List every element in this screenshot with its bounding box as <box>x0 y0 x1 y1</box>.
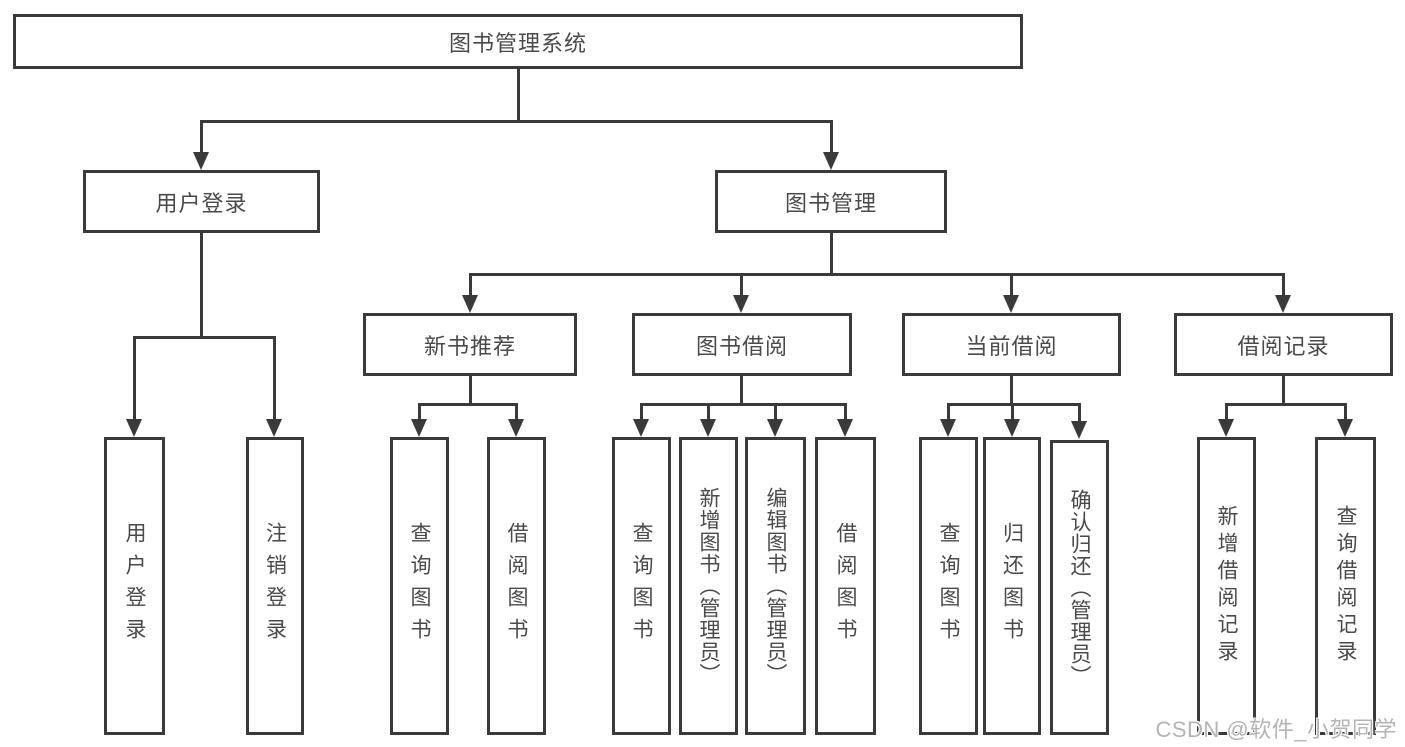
leaf-label: 查询图书 <box>937 522 960 650</box>
leaf-label: 查询图书 <box>408 522 431 650</box>
connector-vline <box>1225 403 1228 421</box>
node-label: 当前借阅 <box>965 333 1058 359</box>
leaf-label: 确认归还（管理员） <box>1068 488 1091 687</box>
node-label: 图书管理系统 <box>448 30 587 56</box>
node-label: 图书管理 <box>784 190 877 216</box>
arrowhead-down-icon <box>1071 421 1087 439</box>
connector-hline <box>640 403 847 406</box>
node-root: 图书管理系统 <box>13 14 1023 69</box>
node-label: 用户登录 <box>155 190 248 216</box>
leaf-bb-edit-books-admin: 编辑图书（管理员） <box>745 437 806 735</box>
arrowhead-down-icon <box>633 419 649 437</box>
connector-vline <box>844 403 847 421</box>
leaf-user-login: 用户登录 <box>104 437 165 735</box>
connector-hline <box>200 120 833 123</box>
arrowhead-down-icon <box>266 419 282 437</box>
connector-hline <box>947 403 1081 406</box>
arrowhead-down-icon <box>126 419 142 437</box>
connector-vline <box>1078 403 1081 423</box>
leaf-rec-query-books: 查询图书 <box>390 437 449 735</box>
connector-vline <box>469 376 472 403</box>
arrowhead-down-icon <box>193 152 209 170</box>
arrowhead-down-icon <box>508 419 524 437</box>
node-label: 借阅记录 <box>1237 333 1330 359</box>
arrowhead-down-icon <box>767 419 783 437</box>
leaf-label: 新增图书（管理员） <box>697 487 720 685</box>
node-label: 图书借阅 <box>695 333 788 359</box>
connector-vline <box>1010 376 1013 403</box>
arrowhead-down-icon <box>1337 419 1353 437</box>
connector-vline <box>1282 273 1285 297</box>
connector-hline <box>418 403 518 406</box>
leaf-br-query-record: 查询借阅记录 <box>1315 437 1376 735</box>
leaf-cb-return-books: 归还图书 <box>983 437 1041 735</box>
arrowhead-down-icon <box>1275 295 1291 313</box>
leaf-logout: 注销登录 <box>246 437 304 735</box>
connector-vline <box>1344 403 1347 421</box>
arrowhead-down-icon <box>700 419 716 437</box>
leaf-label: 编辑图书（管理员） <box>764 487 787 685</box>
connector-vline <box>200 120 203 154</box>
connector-hline <box>469 273 1285 276</box>
leaf-bb-borrow-books: 借阅图书 <box>815 437 876 735</box>
leaf-label: 查询图书 <box>630 522 653 650</box>
leaf-bb-add-books-admin: 新增图书（管理员） <box>679 437 738 735</box>
leaf-label: 借阅图书 <box>834 522 857 650</box>
connector-vline <box>830 120 833 154</box>
leaf-label: 归还图书 <box>1000 522 1024 650</box>
arrowhead-down-icon <box>1003 295 1019 313</box>
connector-vline <box>515 403 518 421</box>
leaf-cb-query-books: 查询图书 <box>919 437 978 735</box>
node-book-borrow: 图书借阅 <box>632 313 852 376</box>
connector-vline <box>947 403 950 421</box>
arrowhead-down-icon <box>411 419 427 437</box>
connector-vline <box>1010 273 1013 297</box>
connector-hline <box>1225 403 1347 406</box>
node-borrow-records: 借阅记录 <box>1174 313 1393 376</box>
leaf-label: 借阅图书 <box>505 522 528 650</box>
csdn-watermark: CSDN @软件_小贺同学 <box>1155 717 1397 742</box>
leaf-cb-confirm-return-admin: 确认归还（管理员） <box>1050 440 1109 735</box>
leaf-br-add-record: 新增借阅记录 <box>1197 437 1256 735</box>
leaf-bb-query-books: 查询图书 <box>612 437 671 735</box>
connector-vline <box>830 233 833 273</box>
connector-vline <box>133 336 136 421</box>
arrowhead-down-icon <box>1218 419 1234 437</box>
connector-vline <box>200 233 203 336</box>
arrowhead-down-icon <box>940 419 956 437</box>
connector-vline <box>740 376 743 403</box>
node-book-management: 图书管理 <box>715 170 947 233</box>
leaf-label: 新增借阅记录 <box>1215 505 1238 667</box>
arrowhead-down-icon <box>823 152 839 170</box>
leaf-label: 查询借阅记录 <box>1334 505 1357 667</box>
leaf-label: 注销登录 <box>263 522 287 650</box>
leaf-rec-borrow-books: 借阅图书 <box>487 437 546 735</box>
leaf-label: 用户登录 <box>123 522 146 650</box>
arrowhead-down-icon <box>462 295 478 313</box>
connector-hline <box>133 336 276 339</box>
connector-vline <box>469 273 472 297</box>
connector-vline <box>517 69 520 120</box>
arrowhead-down-icon <box>837 419 853 437</box>
connector-vline <box>1282 376 1285 403</box>
connector-vline <box>774 403 777 421</box>
arrowhead-down-icon <box>1004 419 1020 437</box>
node-user-login: 用户登录 <box>83 170 320 233</box>
node-new-book-recommend: 新书推荐 <box>363 313 577 376</box>
node-label: 新书推荐 <box>423 333 516 359</box>
arrowhead-down-icon <box>733 295 749 313</box>
connector-vline <box>273 336 276 421</box>
connector-vline <box>707 403 710 421</box>
connector-vline <box>1011 403 1014 421</box>
connector-vline <box>740 273 743 297</box>
node-current-borrow: 当前借阅 <box>902 313 1121 376</box>
connector-vline <box>418 403 421 421</box>
connector-vline <box>640 403 643 421</box>
